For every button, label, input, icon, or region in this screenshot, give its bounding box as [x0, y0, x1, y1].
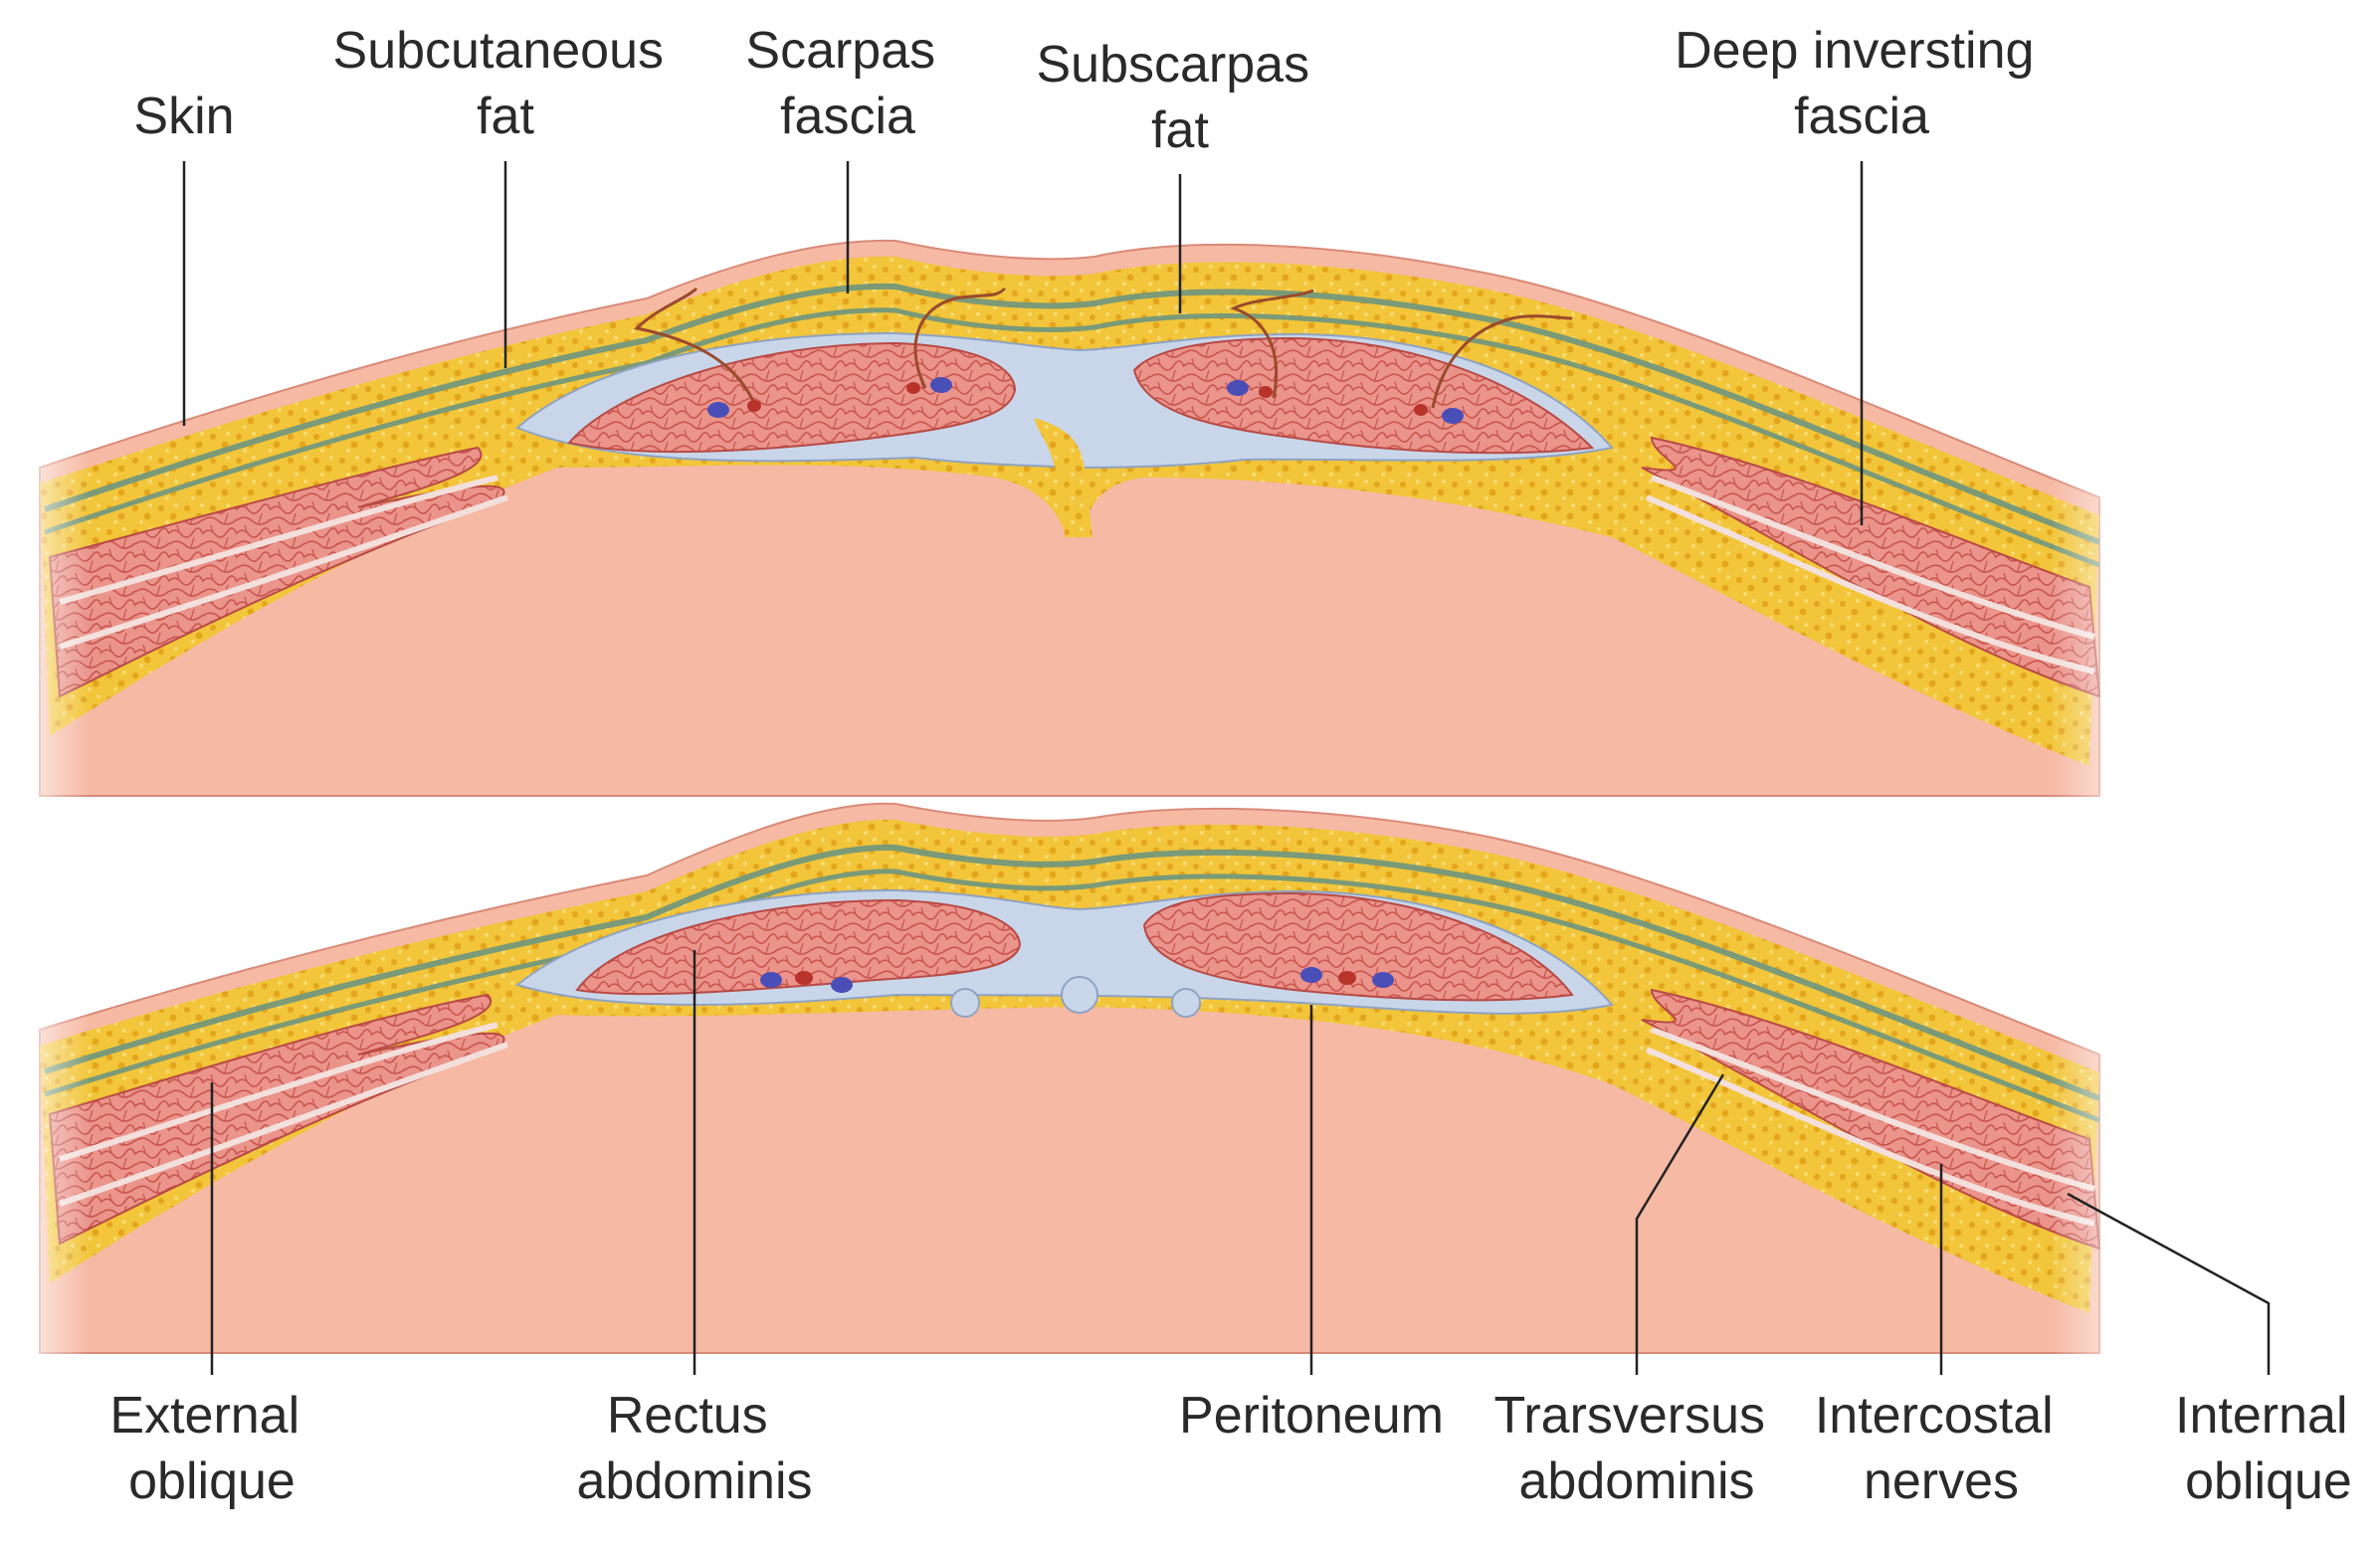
leader-internal-oblique	[2067, 1192, 2271, 1375]
leader-transversus-abdominis	[1635, 1073, 1725, 1375]
lateral-muscles-right-lower	[1641, 988, 2101, 1251]
deep-fascia-line	[44, 307, 2100, 568]
scarpas-fascia-line	[44, 283, 2101, 545]
label-subcutaneous-fat: Subcutaneous fat	[333, 22, 679, 145]
muscle-divider-lines-top	[59, 475, 2095, 675]
bottom-cross-section	[39, 802, 2101, 1354]
vessels-top	[707, 377, 1464, 424]
subcutaneous-fat-layer-lower	[40, 819, 2099, 1313]
peritoneal-bulges	[950, 976, 1201, 1018]
rectus-abdominis-muscle-right	[1132, 336, 1595, 455]
nerves-top	[633, 287, 1573, 409]
labels: Skin Subcutaneous fat Scarpas fascia Sub…	[109, 22, 2362, 1510]
label-peritoneum: Peritoneum	[1179, 1387, 1444, 1445]
deep-fascia-line-lower	[44, 868, 2100, 1123]
label-internal-oblique: Internal oblique	[2175, 1387, 2362, 1510]
label-subscarpas-fat: Subscarpas fat	[1036, 36, 1323, 159]
linea-alba	[1035, 418, 1092, 537]
top-cross-section	[39, 239, 2101, 797]
vessels-bottom	[760, 967, 1394, 993]
label-deep-investing-fascia: Deep inversting fascia	[1675, 22, 2049, 145]
label-transversus-abdominis: Trarsversus abdominis	[1494, 1387, 1780, 1510]
label-scarpas-fascia: Scarpas fascia	[745, 22, 949, 145]
label-skin: Skin	[133, 88, 234, 145]
rectus-abdominis-muscle-left-lower	[575, 898, 1022, 996]
rectus-abdominis-muscle-right-lower	[1142, 891, 1574, 1002]
label-rectus-abdominis: Rectus abdominis	[576, 1387, 812, 1510]
scarpas-fascia-line-lower	[44, 844, 2101, 1101]
label-external-oblique: External oblique	[109, 1387, 313, 1510]
lateral-muscles-left	[48, 446, 505, 698]
muscle-divider-lines-bottom	[59, 1022, 2095, 1227]
label-intercostal-nerves: Intercostal nerves	[1815, 1387, 2068, 1510]
left-edge-fade	[0, 199, 90, 1393]
lateral-muscles-right	[1641, 436, 2101, 698]
leader-lines	[182, 161, 2271, 1375]
